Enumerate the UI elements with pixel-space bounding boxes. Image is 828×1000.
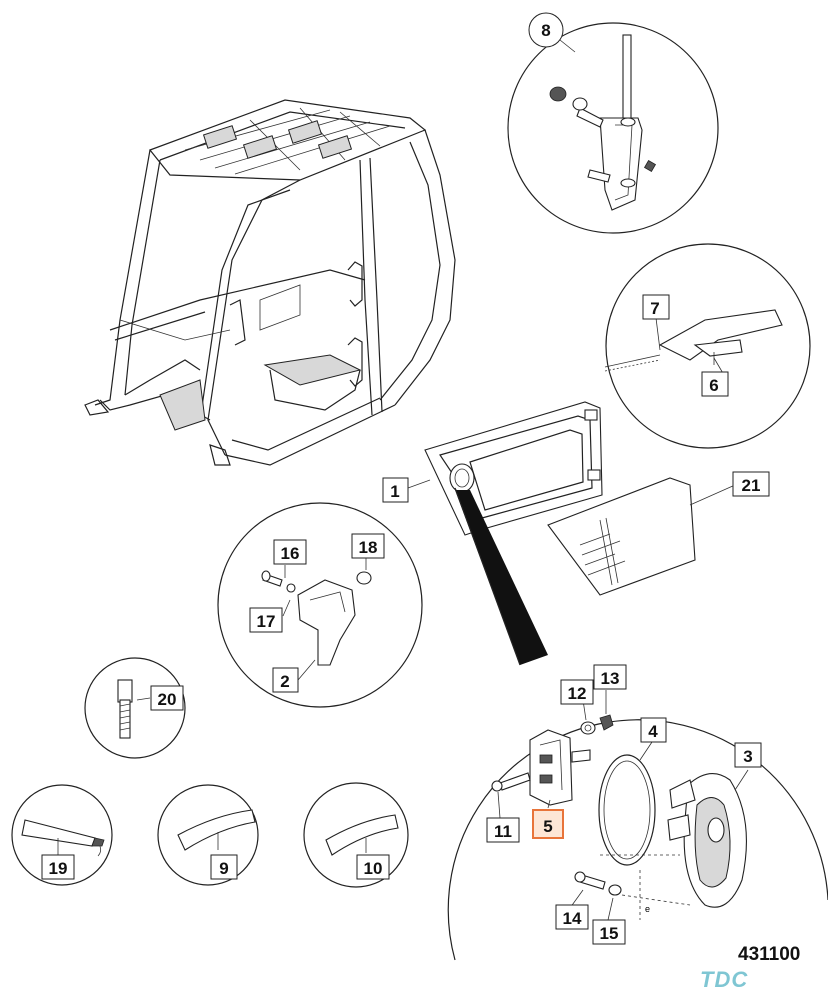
callout-6: 6	[709, 376, 718, 395]
callout-2: 2	[280, 672, 289, 691]
door-decal	[547, 477, 696, 596]
svg-text:e: e	[645, 904, 650, 914]
callout-21: 21	[742, 476, 761, 495]
callout-8: 8	[541, 21, 550, 40]
cab-frame	[84, 99, 456, 466]
detail-circle-bracket	[217, 502, 423, 708]
callout-13: 13	[601, 669, 620, 688]
callout-20: 20	[158, 690, 177, 709]
callout-16: 16	[281, 544, 300, 563]
callout-11: 11	[494, 822, 512, 841]
detail-circle-hinge	[507, 12, 719, 234]
callout-4: 4	[648, 722, 658, 741]
detail-circle-seal-9	[157, 784, 259, 886]
callout-1: 1	[390, 482, 399, 501]
detail-circle-sealant	[11, 784, 113, 886]
callout-10: 10	[364, 859, 383, 878]
callout-5: 5	[543, 817, 552, 836]
callout-3: 3	[743, 747, 752, 766]
callout-9: 9	[219, 859, 228, 878]
callout-15: 15	[600, 924, 619, 943]
callout-14: 14	[563, 909, 582, 928]
drawing-number: 431100	[738, 944, 801, 965]
detail-circle-stud	[84, 657, 186, 759]
callout-labels: 1 2 3 4 5 6 7 8 9 10 11 12 13 14 15 16 1…	[41, 21, 770, 945]
detail-circle-lock-assembly: e	[447, 714, 828, 961]
detail-circle-lever	[604, 243, 811, 449]
callout-12: 12	[568, 684, 587, 703]
callout-19: 19	[49, 859, 68, 878]
watermark-logo: TDC	[700, 967, 749, 992]
callout-18: 18	[359, 538, 378, 557]
callout-17: 17	[257, 612, 276, 631]
callout-7: 7	[650, 299, 659, 318]
zoom-wedge	[455, 490, 548, 665]
detail-circle-seal-10	[303, 782, 409, 888]
